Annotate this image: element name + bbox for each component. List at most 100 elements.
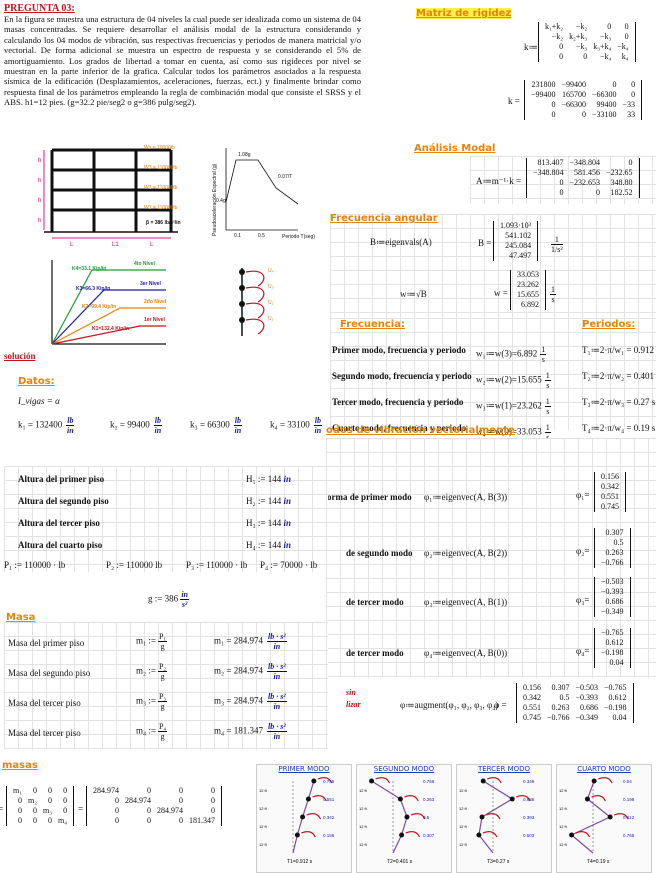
matrix-cell: 0: [211, 786, 215, 795]
matrix-cell: −99400: [561, 80, 587, 89]
matrix-cell: 0.551: [523, 703, 541, 712]
matrix-cell: −0.198: [601, 648, 624, 657]
matrix-cell: 0.307: [605, 528, 624, 537]
mode-force-arrow: [410, 813, 426, 820]
mode-plot-title: PRIMER MODO: [278, 765, 330, 773]
height-equation: H₄ := 144 in: [246, 540, 291, 551]
matrix-cell: 23.262: [517, 280, 539, 289]
pushover-level-2: 2do Nivel: [144, 299, 167, 305]
frame-level-1: W1 = 110000lb: [144, 205, 178, 211]
matrix-cell: 0: [48, 816, 53, 825]
matrix-cell: 0.307: [551, 683, 570, 692]
spectrum-curve: [225, 159, 299, 205]
matrix-cell: 33.053: [517, 270, 539, 279]
matrix-cell: 231800: [531, 80, 556, 89]
sqrt-label: w≔√B: [400, 289, 427, 299]
mode-mass-point: [311, 778, 317, 784]
frame-level-4: Ws = 70000lb: [144, 145, 175, 151]
matrix-cell: 284.974: [93, 786, 119, 795]
spectrum-peak-label: 1.08g: [238, 152, 251, 158]
matrix-cell: 0.5: [559, 693, 570, 702]
pushover-k1: K1=132.4 Kip/in: [92, 326, 129, 332]
matrix-cell: −232.65: [606, 168, 633, 177]
matrix-cell: −0.349: [601, 607, 624, 616]
matrix-cell: 0: [179, 796, 183, 805]
k-label: k₄ = 33100: [270, 419, 310, 430]
mode-value-label: 0.612: [623, 815, 635, 820]
dim-l-a: L: [70, 242, 74, 248]
mass-lhs: m₄ :=: [136, 725, 156, 736]
problem-block: PREGUNTA 03: En la figura se muestra una…: [4, 3, 361, 108]
matrix-cell: m₄: [58, 816, 68, 825]
weight-value: P₃ := 110000 · lb: [186, 560, 248, 570]
matrix-cell: 47.497: [509, 251, 532, 260]
pushover-k2: K2=99.4 Kip/in: [82, 304, 116, 310]
matrix-cell: 15.655: [517, 290, 539, 299]
height-label: Altura del segundo piso: [18, 496, 109, 506]
height-label: Altura del cuarto piso: [18, 540, 103, 550]
mode-story-height: 12 ft: [559, 806, 568, 811]
matrix-cell: 33: [627, 110, 636, 119]
solution-label: solución: [4, 351, 36, 361]
mass-row-label: Masa del segundo piso: [8, 668, 91, 678]
matrix-cell: −0.503: [575, 683, 599, 692]
freq-row-label: Tercer modo, frecuencia y periodo: [332, 397, 464, 407]
mode-mass-point: [397, 796, 403, 802]
matrix-cell: 0: [211, 806, 215, 815]
mode-story-height: 12 ft: [259, 806, 268, 811]
mass-value: m₄ = 181.347: [214, 725, 263, 736]
data-title: Datos:: [18, 376, 55, 387]
mode-value-label: 0.765: [623, 833, 635, 838]
mode-mass-point: [479, 814, 485, 820]
mode-story-height: 12 ft: [459, 824, 468, 829]
matrix-cell: 284.974: [157, 806, 183, 815]
mode-value-label: 0.156: [323, 833, 335, 838]
spectrum-decay-label: 0.07/T: [278, 174, 292, 180]
heights-panel: [4, 466, 328, 572]
pushover-k3: K3=66.3 Kip/in: [76, 286, 110, 292]
mass-matrix-title: masas: [2, 760, 38, 771]
mode-row-equation: φ₃≔eigenvec(A, B(1)): [424, 597, 508, 607]
mode-force-arrow: [575, 831, 591, 838]
mass-row-label: Masa del primer piso: [8, 638, 85, 648]
matrix-cell: 0.686: [580, 703, 599, 712]
mode-value-label: 0.04: [623, 779, 632, 784]
frequency-title: Frecuencia:: [340, 319, 405, 330]
matrix-cell: −66300: [561, 100, 587, 109]
matrix-cell: 0.5: [613, 538, 624, 547]
matrix-cell: 0: [147, 806, 151, 815]
height-equation: H₃ := 144 in: [246, 518, 291, 529]
angular-frequency-title: Frecuencia angular: [330, 213, 438, 224]
mode-row-equation: φ₄≔eigenvec(A, B(0)): [424, 648, 508, 658]
mode-story-height: 12 ft: [259, 842, 268, 847]
matrix-cell: 0.551: [601, 492, 619, 501]
freq-row-label: Segundo modo, frecuencia y periodo: [332, 371, 472, 381]
matrix-cell: 0.612: [608, 693, 627, 702]
matrix-cell: −348.804: [569, 158, 601, 167]
dim-l-b: L: [150, 242, 154, 248]
modes-title: odos de vibración vectorialmente: [326, 425, 515, 436]
mode-force-arrow: [591, 795, 606, 802]
matrix-cell: −99400: [531, 90, 556, 99]
height-equation: H₁ := 144 in: [246, 474, 291, 485]
mode-value-label: 0.263: [423, 797, 435, 802]
mode-shape-line: [570, 780, 612, 854]
matrix-cell: k₄: [621, 52, 629, 61]
mode-period: T4=0.19 s: [587, 859, 610, 865]
